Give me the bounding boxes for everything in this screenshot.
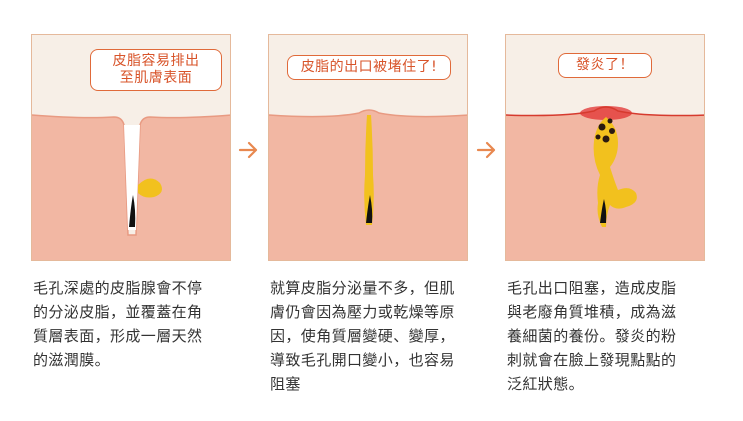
arrow-right-icon [238, 141, 258, 159]
pore-illustration-blocked [269, 109, 467, 260]
diagram-panel-inflamed: 發炎了！ [505, 34, 705, 261]
caption-inflamed: 毛孔出口阻塞，造成皮脂 與老廢角質堆積，成為滋 養細菌的養份。發炎的粉 刺就會在… [507, 279, 677, 393]
speech-bubble: 發炎了！ [558, 53, 652, 78]
diagram-panel-blocked: 皮脂的出口被堵住了! [268, 34, 468, 261]
diagram-panel-healthy: 皮脂容易排出 至肌膚表面 [31, 34, 231, 261]
caption-blocked: 就算皮脂分泌量不多，但肌 膚仍會因為壓力或乾燥等原 因，使角質層變硬、變厚， 導… [270, 279, 455, 393]
speech-bubble: 皮脂的出口被堵住了! [287, 55, 451, 80]
caption-healthy: 毛孔深處的皮脂腺會不停 的分泌皮脂，並覆蓋在角 質層表面，形成一層天然 的滋潤膜… [33, 279, 203, 369]
pore-illustration-inflamed [506, 106, 704, 260]
pore-illustration-healthy [32, 114, 230, 260]
speech-bubble: 皮脂容易排出 至肌膚表面 [90, 49, 222, 91]
arrow-right-icon [476, 141, 496, 159]
